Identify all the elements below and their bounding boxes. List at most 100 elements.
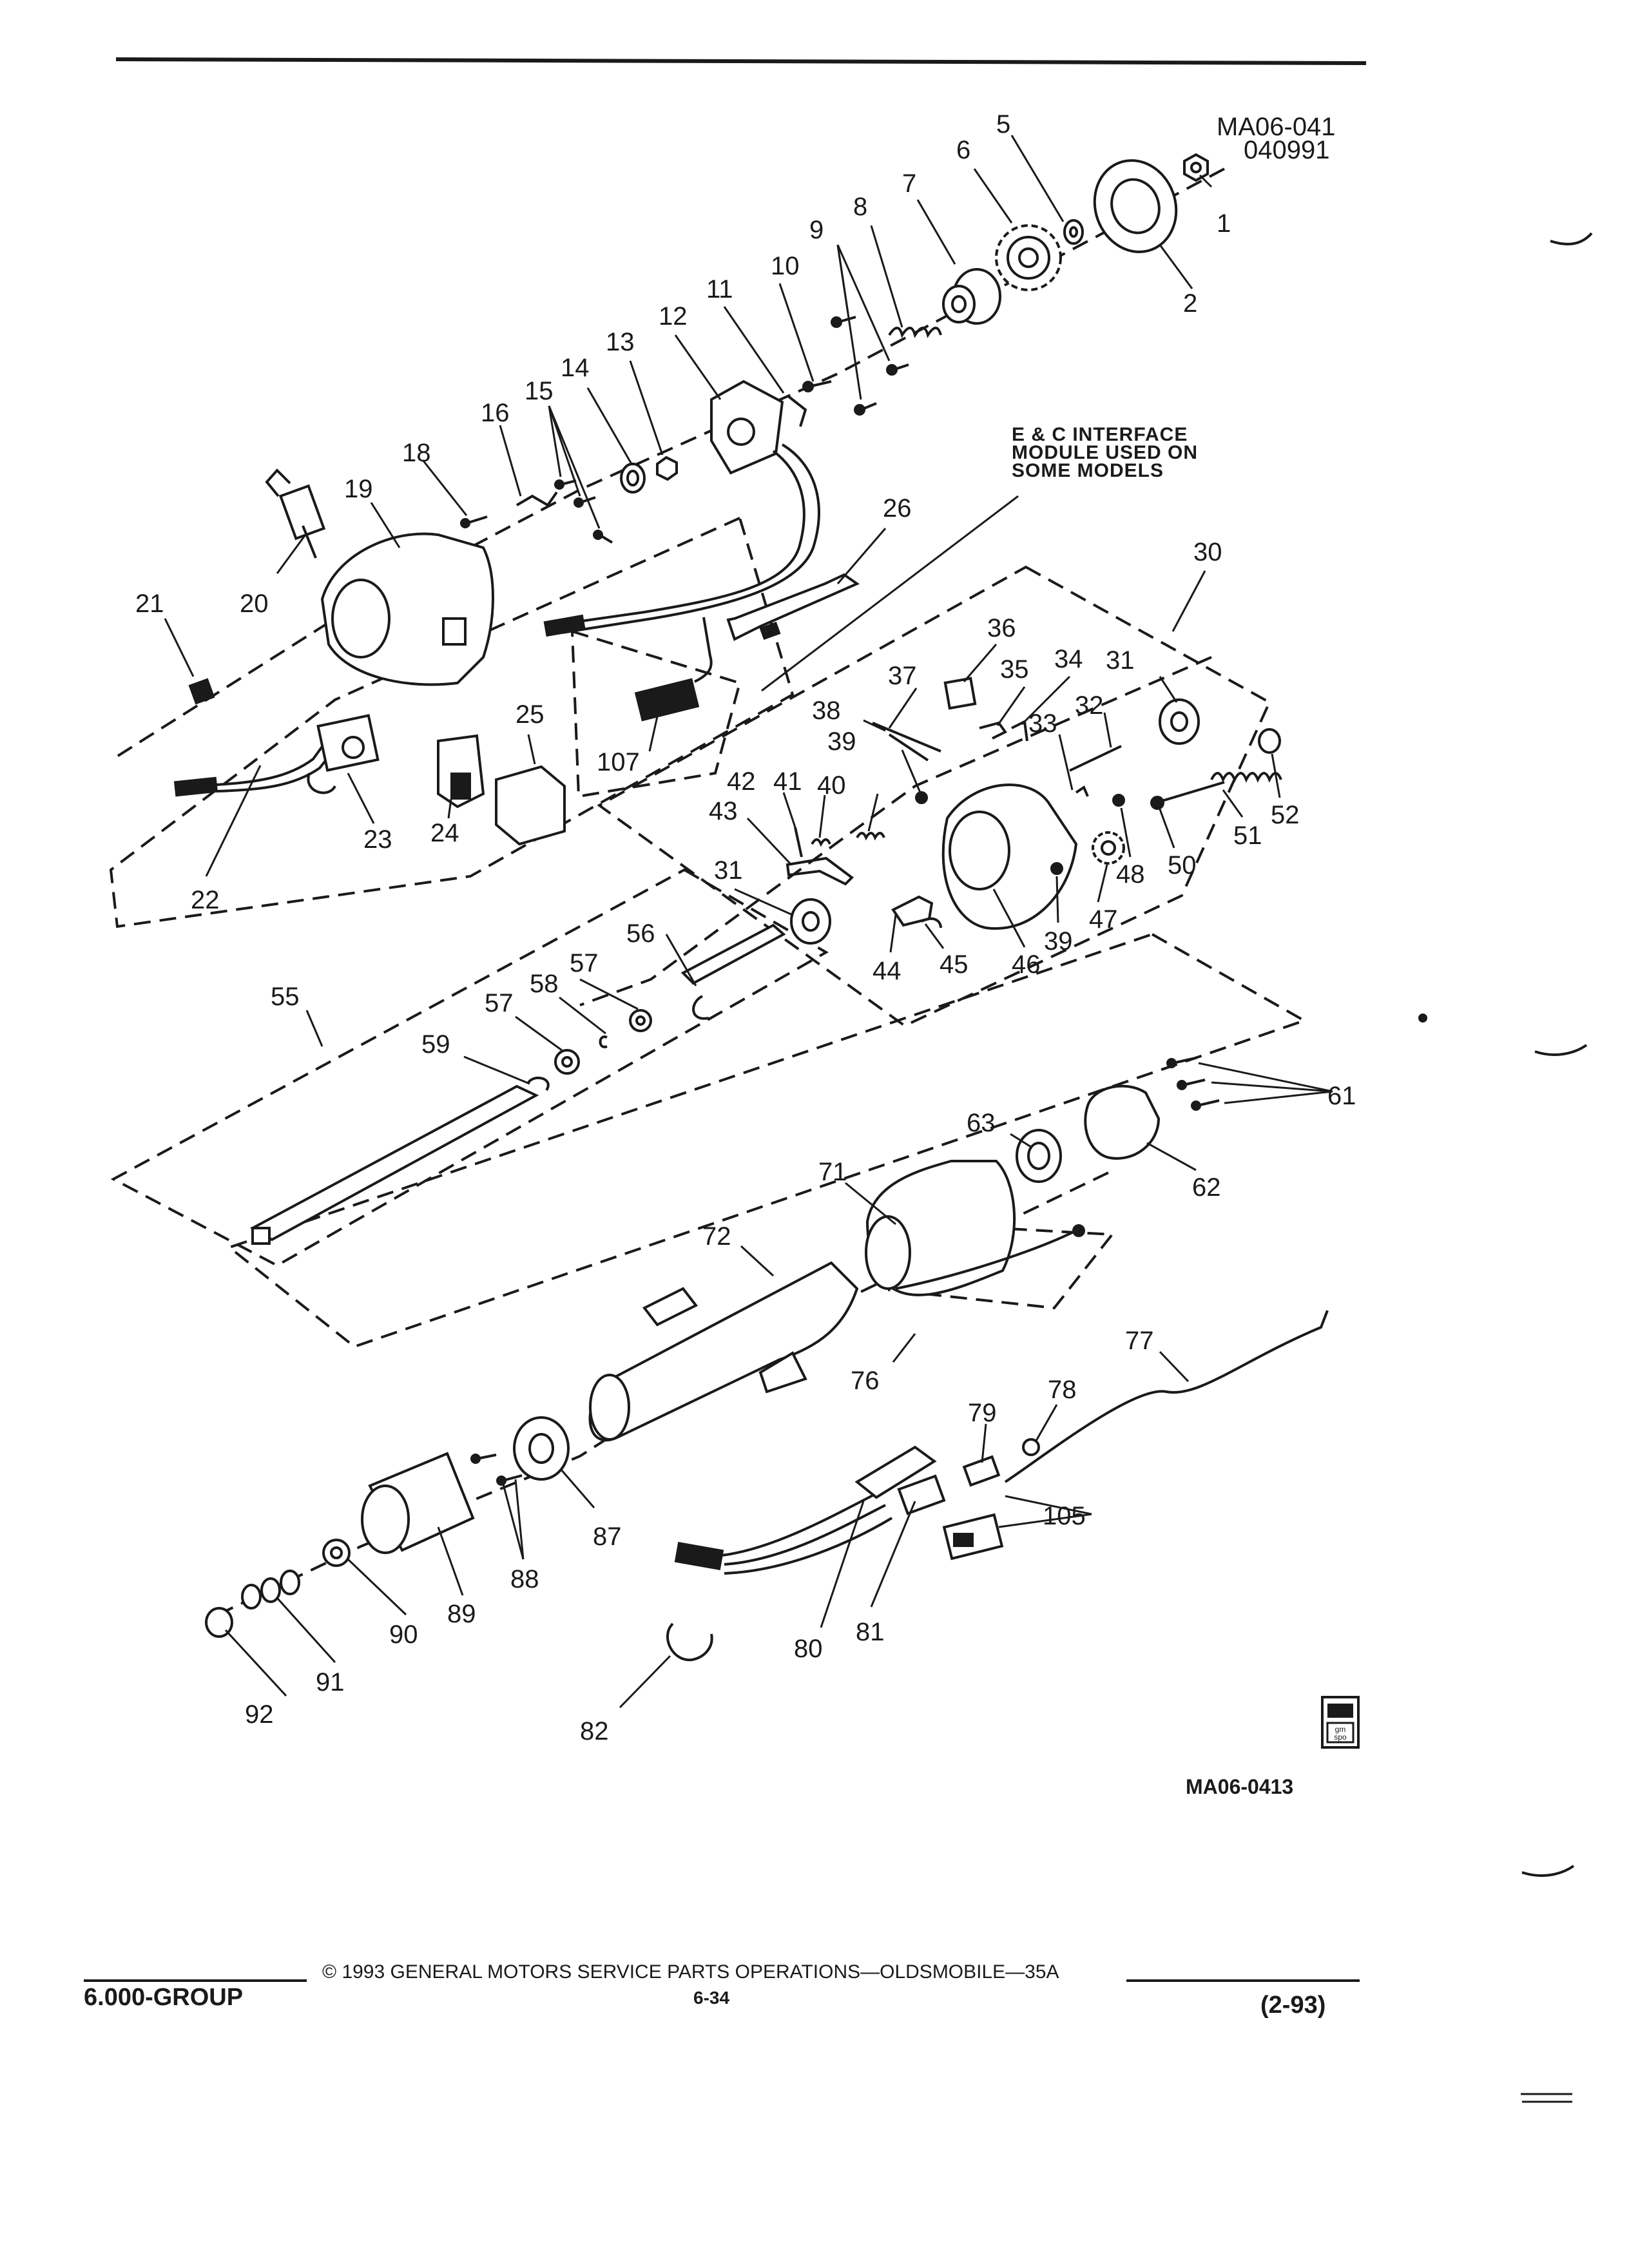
top-rule <box>115 57 1367 65</box>
screws-88 <box>470 1454 523 1486</box>
switch-23 <box>307 714 380 794</box>
callout-51: 51 <box>1233 822 1262 850</box>
nut-13 <box>656 456 678 481</box>
lock-plate-6 <box>995 224 1062 291</box>
callout-7: 7 <box>902 169 916 198</box>
callout-25: 25 <box>516 700 545 729</box>
rod-76 <box>895 1224 1085 1290</box>
washer-5 <box>1063 219 1084 245</box>
cap-52 <box>1258 728 1281 754</box>
gm-spo-logo-gm: gm <box>1335 1725 1346 1734</box>
washer-90 <box>322 1539 351 1567</box>
callout-1: 1 <box>1217 209 1231 238</box>
bolt-50 <box>1150 781 1225 810</box>
switch-12 <box>543 380 820 637</box>
screw-39-top <box>915 791 928 804</box>
bracket-26 <box>726 573 860 641</box>
clip-34 <box>1011 719 1028 742</box>
bearing-31-bottom <box>790 898 831 945</box>
callout-23: 23 <box>363 825 392 854</box>
callout-50: 50 <box>1168 851 1197 879</box>
callout-30: 30 <box>1193 538 1222 566</box>
nut-57-right <box>629 1009 652 1032</box>
pin-37 <box>872 722 941 753</box>
callout-88: 88 <box>510 1565 539 1593</box>
interface-note-line-3: SOME MODELS <box>1012 460 1164 481</box>
callout-37: 37 <box>888 662 917 690</box>
nut-57-left <box>554 1049 580 1075</box>
spring-41 <box>811 838 831 847</box>
callout-11: 11 <box>706 275 733 303</box>
callout-5: 5 <box>996 110 1010 139</box>
callout-38: 38 <box>812 697 841 725</box>
callout-78: 78 <box>1048 1376 1077 1404</box>
callout-18: 18 <box>402 439 431 467</box>
callout-91: 91 <box>316 1668 345 1696</box>
callout-81: 81 <box>856 1618 885 1646</box>
screw-48 <box>1112 794 1125 807</box>
screw-10 <box>802 380 832 392</box>
callout-19: 19 <box>344 475 373 503</box>
callout-31-top: 31 <box>1106 646 1135 675</box>
figure-date-code: 040991 <box>1244 136 1329 164</box>
module-107 <box>634 617 713 722</box>
callout-89: 89 <box>447 1600 476 1628</box>
callout-8: 8 <box>853 193 867 221</box>
jacket-72 <box>588 1261 859 1442</box>
callout-21: 21 <box>135 590 164 618</box>
spring-51 <box>1210 772 1282 783</box>
callout-39-top: 39 <box>827 727 856 756</box>
cam-7 <box>942 268 1001 325</box>
callout-57-left: 57 <box>485 989 514 1017</box>
footer-revision: (2-93) <box>1260 1992 1325 2019</box>
spring-40 <box>856 832 885 841</box>
switch-81 <box>854 1445 946 1515</box>
leader-lines <box>164 135 1333 1709</box>
sleeve-89 <box>361 1452 475 1554</box>
callout-9: 9 <box>809 216 824 244</box>
callout-46: 46 <box>1012 950 1041 979</box>
figure-code: MA06-041 <box>1217 113 1336 141</box>
footer-page-number: 6-34 <box>693 1988 729 2008</box>
group-box-107 <box>570 629 742 798</box>
spring-33 <box>1075 785 1089 797</box>
cover-2 <box>1093 159 1178 253</box>
switch-36 <box>943 677 977 710</box>
callout-36: 36 <box>987 614 1016 642</box>
gear-47 <box>1092 831 1125 865</box>
callout-47: 47 <box>1089 905 1118 934</box>
callout-12: 12 <box>659 302 688 331</box>
callout-24: 24 <box>430 819 459 847</box>
group-box-lower <box>226 932 1307 1349</box>
callout-58: 58 <box>530 970 559 998</box>
callout-63: 63 <box>967 1109 996 1137</box>
group-box-76 <box>880 1220 1115 1310</box>
callout-40: 40 <box>817 771 846 800</box>
screw-39-bottom <box>1050 862 1063 875</box>
callout-31-bottom: 31 <box>714 856 743 885</box>
gm-spo-logo-spo: spo <box>1334 1733 1347 1742</box>
group-box-switch <box>109 516 795 928</box>
interface-note-line-2: MODULE USED ON <box>1012 442 1198 463</box>
ring-58 <box>599 1035 608 1048</box>
springs-91 <box>241 1570 300 1610</box>
callout-35: 35 <box>1000 655 1029 684</box>
nut-78 <box>1022 1438 1040 1456</box>
pin-38 <box>888 733 929 762</box>
housing-19 <box>320 532 494 686</box>
callout-14: 14 <box>561 354 590 382</box>
group-box-55 <box>110 868 829 1267</box>
callout-20: 20 <box>240 590 269 618</box>
callout-87: 87 <box>593 1523 622 1551</box>
lever-11 <box>786 394 807 427</box>
callout-44: 44 <box>872 957 901 985</box>
callout-22: 22 <box>191 886 220 914</box>
housing-62 <box>1084 1084 1161 1160</box>
callout-42: 42 <box>727 767 756 796</box>
screws-61 <box>1166 1057 1220 1111</box>
gm-spo-logo: gm spo <box>1321 1696 1360 1749</box>
callout-2: 2 <box>1183 289 1197 318</box>
module-25 <box>495 765 566 846</box>
